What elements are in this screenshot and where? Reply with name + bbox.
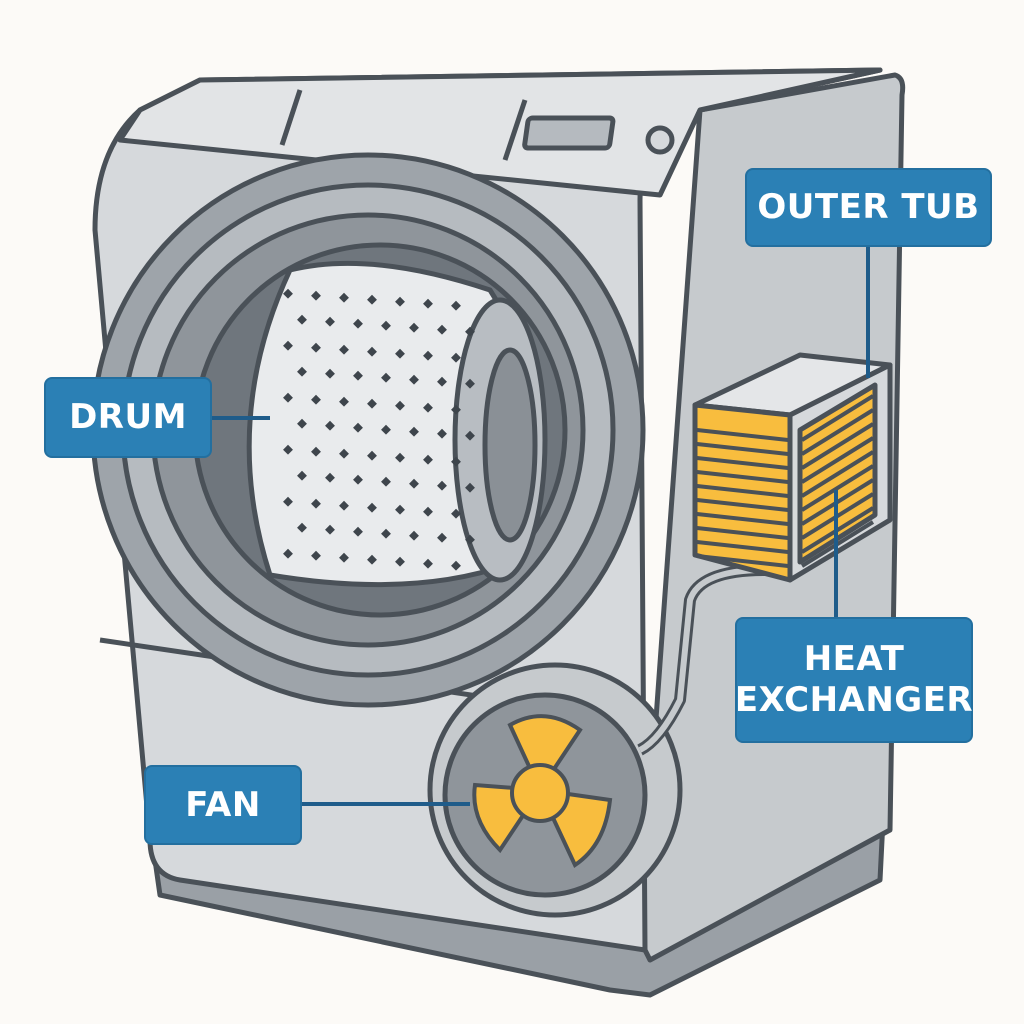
drum-hole: [367, 346, 377, 357]
drum-hole: [297, 366, 307, 377]
heat-exchanger-fin: [696, 498, 789, 512]
drum-hole: [311, 498, 321, 509]
drum-hole: [395, 452, 405, 463]
heat-exchanger-fin: [800, 450, 875, 498]
drum-hole: [311, 394, 321, 405]
drum-hole: [465, 326, 475, 337]
fan-icon: [472, 714, 613, 868]
heat-exchanger-fin: [800, 408, 875, 456]
drum-hole: [339, 500, 349, 511]
drum-hole: [423, 298, 433, 309]
drum-text: DRUM: [69, 397, 187, 438]
drum-hole: [395, 296, 405, 307]
heat-exchanger-fin: [800, 394, 875, 442]
drum-hole: [297, 314, 307, 325]
drum-hole: [381, 320, 391, 331]
drum-hole: [423, 350, 433, 361]
drum-hole: [325, 420, 335, 431]
drum-hole: [339, 396, 349, 407]
heat-exchanger-fins: [696, 394, 875, 568]
heat-exchanger-text-1: HEAT: [803, 639, 905, 680]
drum-hole: [451, 300, 461, 311]
drum-hole: [437, 480, 447, 491]
outer-tub-text: OUTER TUB: [757, 187, 980, 228]
drum-hole: [353, 474, 363, 485]
drum-hole: [423, 402, 433, 413]
drum-hole: [367, 450, 377, 461]
heat-exchanger-fin: [800, 436, 875, 484]
heat-exchanger-fin: [696, 456, 789, 470]
drum-hole: [395, 348, 405, 359]
drum-hole: [437, 428, 447, 439]
fan-label: FAN: [144, 765, 302, 845]
panel-divider: [279, 89, 303, 146]
drum-hole: [339, 344, 349, 355]
fan-hub: [510, 763, 570, 823]
drum-hole: [311, 446, 321, 457]
drum-hole: [339, 292, 349, 303]
outer-tub-label: OUTER TUB: [745, 168, 992, 247]
drum-hole: [409, 374, 419, 385]
heat-exchanger-fin: [800, 422, 875, 470]
drum-hole: [451, 456, 461, 467]
drum-hole: [451, 404, 461, 415]
drum-hole: [409, 426, 419, 437]
heat-exchanger-fin: [696, 512, 789, 526]
drum-hole: [297, 418, 307, 429]
drum-hole: [311, 342, 321, 353]
drum-back-inner: [482, 347, 538, 543]
heat-exchanger-fin: [696, 554, 789, 568]
drum-hole: [367, 294, 377, 305]
drum-hole: [465, 430, 475, 441]
heat-exchanger-text-2: EXCHANGER: [734, 680, 974, 720]
display-screen: [522, 115, 616, 151]
drum-hole: [465, 482, 475, 493]
heat-exchanger-fin: [800, 464, 875, 512]
drum-hole: [451, 352, 461, 363]
drum-perforations: [283, 288, 475, 571]
drum-hole: [381, 424, 391, 435]
drum-hole: [283, 496, 293, 507]
drum-hole: [465, 378, 475, 389]
drum-hole: [283, 392, 293, 403]
drum-hole: [339, 448, 349, 459]
drum-hole: [297, 470, 307, 481]
fan-text: FAN: [185, 784, 261, 825]
air-duct: [638, 567, 766, 753]
drum-hole: [381, 476, 391, 487]
fan-blade: [507, 714, 583, 795]
drum-hole: [325, 368, 335, 379]
drum-hole: [283, 340, 293, 351]
panel-divider: [502, 99, 528, 161]
drum-hole: [437, 376, 447, 387]
drum-hole: [283, 288, 293, 299]
heat-exchanger-fin: [696, 428, 789, 442]
drum-hole: [353, 318, 363, 329]
drum-hole: [325, 316, 335, 327]
drum-hole: [367, 398, 377, 409]
drum-hole: [325, 472, 335, 483]
heat-exchanger-fin: [696, 442, 789, 456]
control-panel: [117, 67, 883, 198]
heat-exchanger-fin: [696, 484, 789, 498]
drum-hole: [353, 422, 363, 433]
drum-hole: [437, 324, 447, 335]
heat-exchanger-fin: [696, 540, 789, 554]
drum-hole: [367, 502, 377, 513]
drum-hole: [381, 372, 391, 383]
drum-hole: [409, 322, 419, 333]
heat-exchanger-fin: [696, 526, 789, 540]
drum-hole: [423, 454, 433, 465]
drum-hole: [395, 400, 405, 411]
drum-hole: [283, 444, 293, 455]
drum-hole: [311, 290, 321, 301]
drum-label: DRUM: [44, 377, 212, 458]
heat-exchanger-fin: [696, 470, 789, 484]
drum-hole: [353, 370, 363, 381]
control-knob: [645, 125, 675, 155]
drum-hole: [409, 478, 419, 489]
